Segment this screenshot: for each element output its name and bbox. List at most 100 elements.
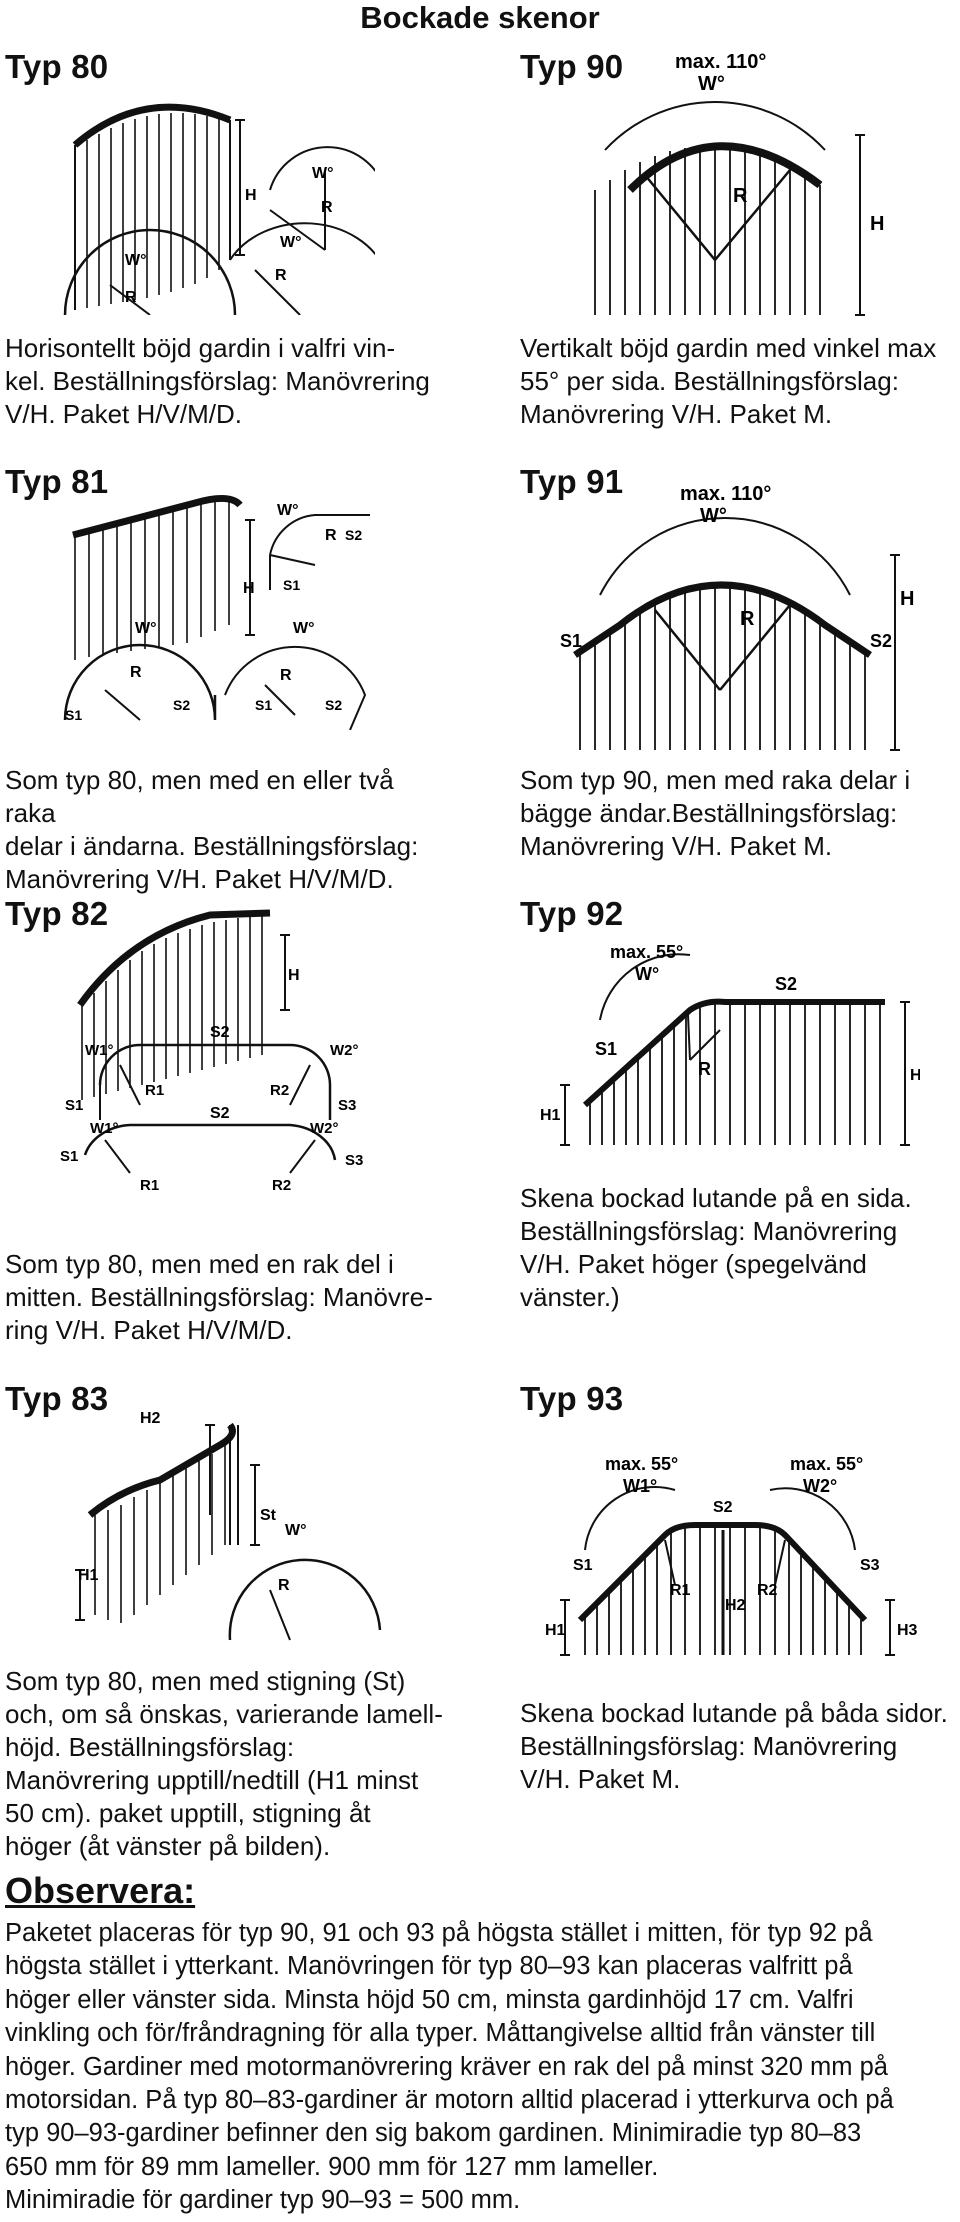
typ-93-s2-label: S2: [713, 1499, 733, 1516]
typ-80-h-label: H: [245, 187, 257, 204]
desc-line: V/H. Paket H/V/M/D.: [5, 399, 242, 429]
typ-82-r2-label: R2: [270, 1082, 289, 1099]
typ-82-h-label: H: [288, 967, 300, 984]
typ-82-s2-label: S2: [210, 1024, 230, 1041]
typ-91-r-label: R: [740, 608, 755, 630]
desc-line: mitten. Beställningsförslag: Manövre-: [5, 1282, 433, 1312]
typ-93-s1-label: S1: [573, 1557, 593, 1574]
desc-line: Horisontellt böjd gardin i valfri vin-: [5, 333, 396, 363]
typ-93-description: Skena bockad lutande på båda sidor. Best…: [520, 1697, 960, 1796]
observe-heading: Observera:: [5, 1870, 196, 1911]
typ-82-figure: H S2 W1° W2° R1 R2 S1 S3 S2 W1° W2° S1 S…: [60, 909, 363, 1194]
typ-90-w-label: W°: [698, 73, 725, 95]
desc-line: 55° per sida. Beställningsförslag:: [520, 366, 899, 396]
desc-line: V/H. Paket M.: [520, 1764, 681, 1794]
typ-81-w-label: W°: [277, 502, 299, 519]
typ-80-r-label-2: R: [125, 289, 137, 306]
observe-line: höger eller vänster sida. Minsta höjd 50…: [5, 1985, 854, 2014]
desc-line: V/H. Paket höger (spegelvänd: [520, 1249, 867, 1279]
typ-93-w1-label: W1°: [623, 1476, 657, 1496]
typ-80-figure: H W° R W° R W° R: [63, 103, 375, 315]
typ-83-figure: H2 St H1 W° R: [75, 1410, 382, 1641]
typ-92-h2-label: H2: [910, 1067, 920, 1084]
typ-90-r-label: R: [733, 185, 748, 207]
typ-81-heading: Typ 81: [5, 463, 109, 500]
typ-81-w-label-2: W°: [135, 620, 157, 637]
desc-line: Beställningsförslag: Manövrering: [520, 1731, 898, 1761]
page-title: Bockade skenor: [360, 0, 600, 35]
typ-82-w2-label-2: W2°: [310, 1120, 339, 1137]
typ-82-w1-label: W1°: [85, 1042, 114, 1059]
typ-81-r-label: R: [325, 527, 337, 544]
desc-line: Som typ 90, men med raka delar i: [520, 765, 911, 795]
desc-line: höger (åt vänster på bilden).: [5, 1831, 331, 1861]
typ-93-figure: max. 55° max. 55° W1° W2° S2 S1 S3 R1 R2…: [545, 1454, 918, 1656]
typ-82-heading: Typ 82: [5, 895, 109, 932]
desc-line: delar i ändarna. Beställningsförslag:: [5, 831, 419, 861]
desc-line: Som typ 80, men med stigning (St): [5, 1666, 406, 1696]
typ-81-w-label-3: W°: [293, 620, 315, 637]
typ-91-heading: Typ 91: [520, 463, 624, 500]
desc-line: Skena bockad lutande på en sida.: [520, 1183, 912, 1213]
typ-93-max1-label: max. 55°: [605, 1454, 678, 1474]
typ-91-s2-label: S2: [870, 631, 892, 651]
observe-line: Paketet placeras för typ 90, 91 och 93 p…: [5, 1919, 873, 1947]
typ-83-w-label: W°: [285, 1522, 307, 1539]
typ-83-r-label: R: [278, 1577, 290, 1594]
desc-line: bägge ändar.Beställningsförslag:: [520, 798, 898, 828]
desc-line: ring V/H. Paket H/V/M/D.: [5, 1315, 293, 1345]
desc-line: Manövrering V/H. Paket M.: [520, 831, 833, 861]
typ-93-h1-label: H1: [545, 1622, 566, 1639]
desc-line: Beställningsförslag: Manövrering: [520, 1216, 898, 1246]
typ-92-heading: Typ 92: [520, 895, 624, 932]
typ-80-w-label: W°: [312, 165, 334, 182]
desc-line: Skena bockad lutande på båda sidor.: [520, 1698, 948, 1728]
desc-line: höjd. Beställningsförslag:: [5, 1732, 295, 1762]
observe-line: höger. Gardiner med motormanövrering krä…: [5, 2052, 888, 2081]
desc-line: och, om så önskas, varierande lamell-: [5, 1699, 443, 1729]
typ-83-description: Som typ 80, men med stigning (St) och, o…: [5, 1665, 445, 1863]
observe-line: vinkling och för/fråndragning för alla t…: [5, 2019, 876, 2048]
typ-90-max-label: max. 110°: [675, 51, 766, 73]
observe-line: motorsidan. På typ 80–83-gardiner är mot…: [5, 2086, 894, 2115]
typ-82-w1-label-2: W1°: [90, 1120, 119, 1137]
typ-82-s1-label: S1: [65, 1097, 83, 1114]
typ-81-figure: H W° R S2 S1 W° R S1 S2 W° R S1 S2: [63, 495, 370, 730]
typ-81-h-label: H: [243, 580, 255, 597]
typ-92-figure: max. 55° W° S2 S1 R H1 H2: [540, 942, 920, 1146]
typ-90-description: Vertikalt böjd gardin med vinkel max 55°…: [520, 332, 960, 431]
typ-82-s1-label-2: S1: [60, 1148, 78, 1165]
typ-92-r-label: R: [698, 1059, 711, 1079]
typ-82-r2-label-2: R2: [272, 1177, 291, 1194]
typ-92-max-label: max. 55°: [610, 942, 683, 962]
typ-81-r-label-3: R: [280, 667, 292, 684]
typ-80-w-label-3: W°: [280, 234, 302, 251]
typ-93-h3-label: H3: [897, 1622, 918, 1639]
typ-82-s2-label-2: S2: [210, 1105, 230, 1122]
typ-92-h1-label: H1: [540, 1107, 561, 1124]
typ-91-s1-label: S1: [560, 631, 582, 651]
typ-92-w-label: W°: [635, 964, 659, 984]
typ-92-s2-label: S2: [775, 974, 797, 994]
typ-92-description: Skena bockad lutande på en sida. Beställ…: [520, 1182, 960, 1314]
typ-93-heading: Typ 93: [520, 1380, 624, 1417]
typ-83-h1-label: H1: [78, 1567, 99, 1584]
typ-93-r2-label: R2: [757, 1582, 778, 1599]
typ-93-r1-label: R1: [670, 1582, 691, 1599]
typ-81-s1-label-2: S1: [65, 707, 82, 723]
typ-81-r-label-2: R: [130, 664, 142, 681]
typ-91-h-label: H: [900, 588, 914, 610]
observe-line: typ 90–93-gardiner befinner den sig bako…: [5, 2119, 862, 2148]
typ-80-heading: Typ 80: [5, 48, 109, 85]
typ-82-w2-label: W2°: [330, 1042, 359, 1059]
desc-line: Manövrering V/H. Paket H/V/M/D.: [5, 864, 394, 894]
typ-81-description: Som typ 80, men med en eller två raka de…: [5, 764, 445, 896]
typ-91-w-label: W°: [700, 505, 727, 527]
desc-line: Manövrering upptill/nedtill (H1 minst: [5, 1765, 419, 1795]
typ-91-max-label: max. 110°: [680, 485, 771, 505]
desc-line: Som typ 80, men med en eller två raka: [5, 765, 394, 828]
typ-90-figure: max. 110° W° R H: [594, 51, 884, 316]
typ-80-r-label-3: R: [275, 267, 287, 284]
desc-line: vänster.): [520, 1282, 620, 1312]
typ-82-r1-label-2: R1: [140, 1177, 159, 1194]
